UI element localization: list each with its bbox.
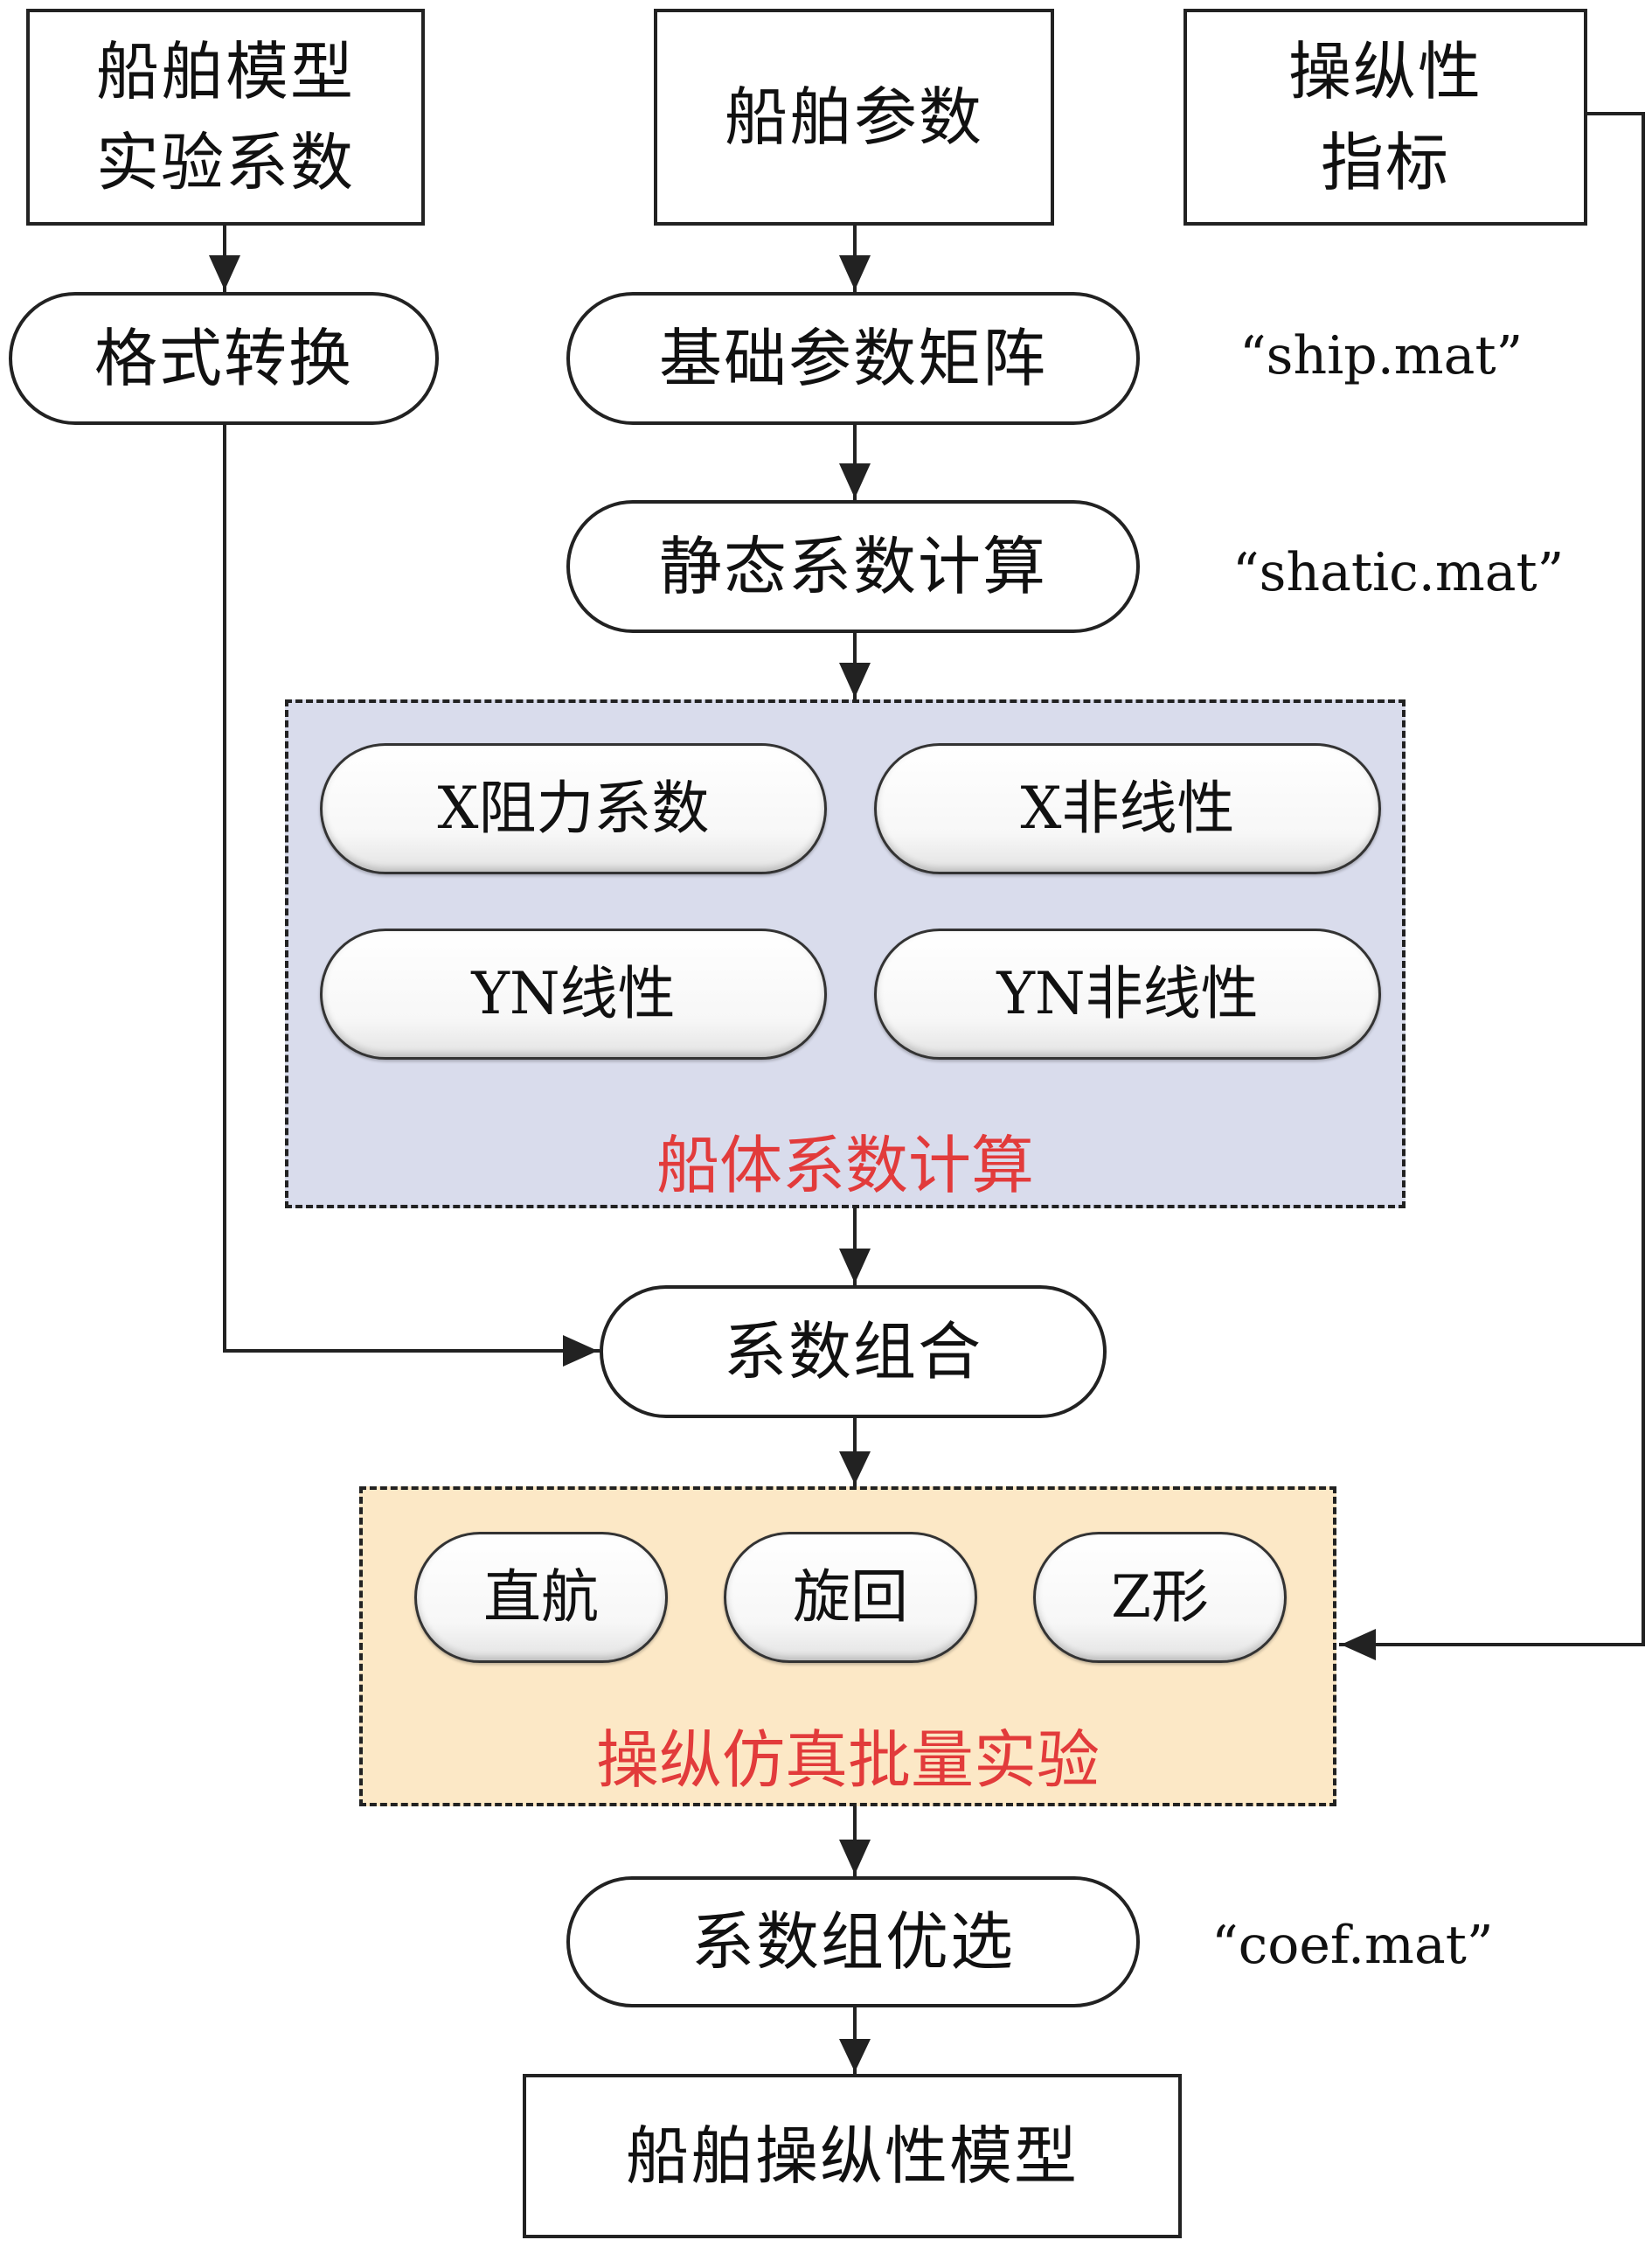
sim-batch-group-label: 操纵仿真批量实验 [595,1723,1100,1797]
x-nonlinear-label: X非线性 [1020,775,1235,842]
coef-combo-node: 系数组合 [600,1285,1107,1418]
arrow-format-to-combo [223,425,600,1353]
arrow-index-to-sim [1339,112,1645,1646]
x-resistance-node: X阻力系数 [320,743,827,874]
coef-file-label: “coef.mat” [1211,1915,1494,1976]
static-calc-node: 静态系数计算 [566,500,1140,633]
maneuver-index-box: 操纵性 指标 [1183,9,1587,226]
hull-calc-group-label: 船体系数计算 [656,1129,1034,1202]
x-resistance-label: X阻力系数 [437,775,710,842]
coef-select-node: 系数组优选 [566,1876,1140,2007]
ship-params-box: 船舶参数 [654,9,1054,226]
ship-model-coef-box: 船舶模型 实验系数 [26,9,425,226]
turning-label: 旋回 [793,1563,908,1631]
ship-params-label: 船舶参数 [724,80,983,154]
straight-label: 直航 [483,1563,599,1631]
ship-model-coef-label: 船舶模型 实验系数 [95,35,355,199]
ship-file-label: “ship.mat” [1239,325,1524,386]
zigzag-node: Z形 [1033,1532,1287,1663]
coef-select-label: 系数组优选 [691,1905,1015,1979]
yn-nonlinear-node: YN非线性 [874,929,1381,1060]
yn-linear-label: YN线性 [471,960,676,1027]
static-file-label: “shatic.mat” [1232,542,1565,603]
yn-linear-node: YN线性 [320,929,827,1060]
maneuver-index-label: 操纵性 指标 [1288,35,1482,199]
coef-combo-label: 系数组合 [723,1315,982,1388]
ship-model-box: 船舶操纵性模型 [523,2074,1182,2238]
base-matrix-node: 基础参数矩阵 [566,292,1140,425]
yn-nonlinear-label: YN非线性 [996,960,1259,1027]
zigzag-label: Z形 [1111,1563,1209,1631]
static-calc-label: 静态系数计算 [658,530,1047,603]
ship-model-label: 船舶操纵性模型 [625,2119,1079,2193]
straight-node: 直航 [414,1532,668,1663]
base-matrix-label: 基础参数矩阵 [658,322,1047,395]
x-nonlinear-node: X非线性 [874,743,1381,874]
format-convert-node: 格式转换 [9,292,439,425]
turning-node: 旋回 [724,1532,977,1663]
format-convert-label: 格式转换 [94,322,353,395]
